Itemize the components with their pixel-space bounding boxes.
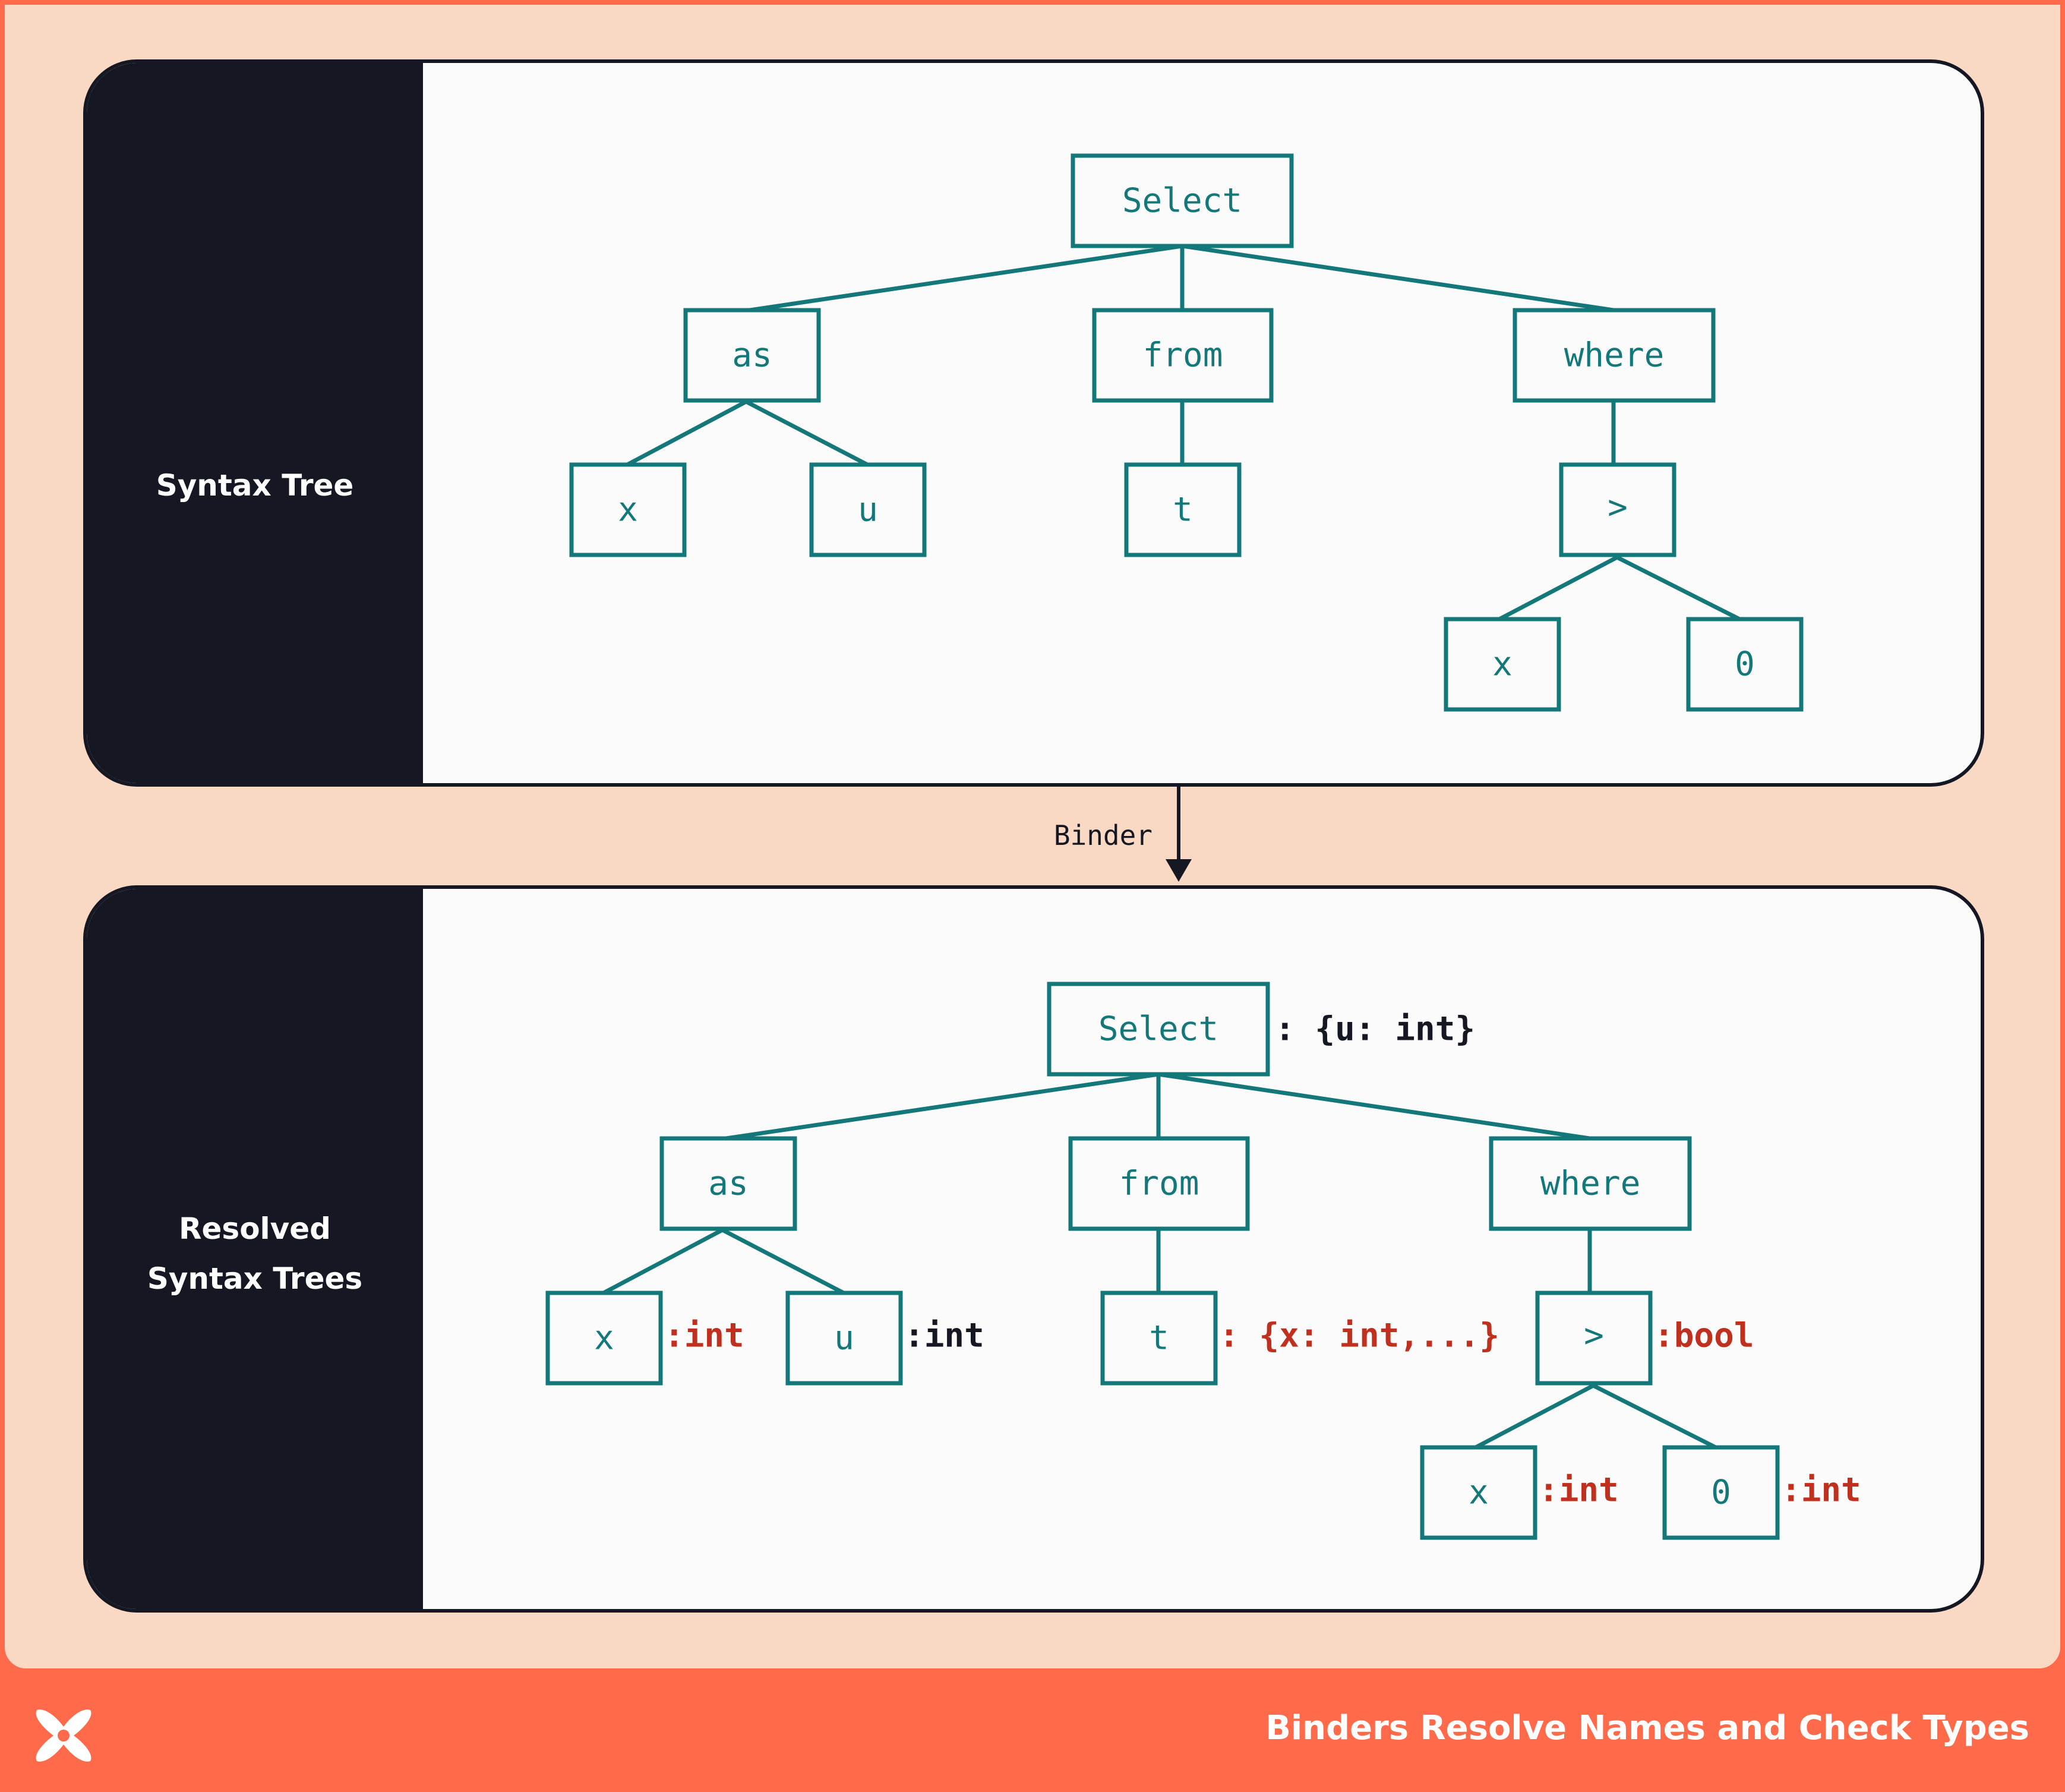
edge-select-where xyxy=(1182,244,1614,313)
node-gt: > xyxy=(1535,1291,1653,1386)
node-zero-label: 0 xyxy=(1735,645,1755,684)
edge-gt-x xyxy=(1498,555,1618,621)
node-select-label: Select xyxy=(1122,182,1242,220)
resolved-label-line2: Syntax Trees xyxy=(147,1261,363,1296)
node-from: from xyxy=(1092,308,1274,403)
node-zero-label: 0 xyxy=(1711,1474,1731,1512)
node-x: x xyxy=(545,1291,663,1386)
node-as-label: as xyxy=(708,1165,748,1203)
node-x2-label: x xyxy=(1469,1474,1489,1512)
node-u-label: u xyxy=(834,1319,854,1358)
node-select-label: Select xyxy=(1098,1010,1218,1049)
node-gt: > xyxy=(1559,462,1676,557)
node-x2: x xyxy=(1444,617,1561,712)
u-type-annotation: :int xyxy=(904,1317,984,1355)
edge-gt-x xyxy=(1474,1383,1594,1450)
brand-logo-icon xyxy=(36,1709,91,1762)
edge-as-x xyxy=(626,399,747,467)
edge-select-as xyxy=(749,244,1183,313)
node-zero: 0 xyxy=(1662,1445,1780,1540)
node-u: u xyxy=(785,1291,903,1386)
gt-type-annotation: :bool xyxy=(1654,1317,1754,1355)
syntax-tree-label: Syntax Tree xyxy=(156,468,354,503)
node-as: as xyxy=(683,308,821,403)
x-type-annotation: :int xyxy=(664,1317,744,1355)
edge-gt-zero xyxy=(1592,1383,1717,1450)
node-x2: x xyxy=(1420,1445,1537,1540)
node-select: Select xyxy=(1047,982,1270,1077)
node-zero: 0 xyxy=(1686,617,1804,712)
resolved-tree-panel: Resolved Syntax Trees Select : {u: int} xyxy=(83,885,1984,1613)
node-t-label: t xyxy=(1149,1319,1169,1358)
node-where: where xyxy=(1513,308,1716,403)
node-as-label: as xyxy=(732,336,772,375)
syntax-tree-sidebar: Syntax Tree xyxy=(87,63,423,783)
edge-as-u xyxy=(721,1228,845,1295)
node-u-label: u xyxy=(858,491,878,529)
resolved-tree-sidebar: Resolved Syntax Trees xyxy=(87,889,423,1609)
node-from-label: from xyxy=(1143,336,1223,375)
node-select: Select xyxy=(1071,153,1294,248)
edge-as-x xyxy=(602,1228,724,1295)
resolved-tree-svg: Select : {u: int} as from where x :int xyxy=(545,982,1861,1540)
syntax-tree-svg: Select as from where x u xyxy=(569,153,1804,712)
edge-gt-zero xyxy=(1616,555,1741,621)
node-u: u xyxy=(809,462,927,557)
node-t: t xyxy=(1124,462,1242,557)
node-t-label: t xyxy=(1173,491,1193,529)
syntax-tree-edges xyxy=(626,244,1741,621)
zero-type-annotation: :int xyxy=(1781,1471,1861,1510)
edge-select-as xyxy=(725,1072,1159,1141)
resolved-tree-edges xyxy=(602,1072,1717,1450)
select-type-annotation: : {u: int} xyxy=(1275,1010,1475,1049)
node-x-label: x xyxy=(618,491,638,529)
node-gt-label: > xyxy=(1584,1317,1604,1355)
node-where: where xyxy=(1489,1136,1692,1231)
t-type-annotation: : {x: int,...} xyxy=(1219,1317,1499,1355)
node-x-label: x xyxy=(594,1319,614,1358)
node-where-label: where xyxy=(1564,336,1665,375)
node-from-label: from xyxy=(1119,1165,1199,1203)
node-t: t xyxy=(1100,1291,1218,1386)
node-from: from xyxy=(1068,1136,1250,1231)
footer-bar: Binders Resolve Names and Check Types xyxy=(0,1673,2065,1792)
node-x: x xyxy=(569,462,687,557)
footer-title: Binders Resolve Names and Check Types xyxy=(1265,1709,2029,1747)
node-x2-label: x xyxy=(1492,645,1513,684)
node-where-label: where xyxy=(1540,1165,1641,1203)
edge-select-where xyxy=(1158,1072,1590,1141)
edge-as-u xyxy=(745,399,869,467)
node-as: as xyxy=(659,1136,797,1231)
node-gt-label: > xyxy=(1608,488,1628,527)
resolved-label-line1: Resolved xyxy=(179,1212,331,1246)
x2-type-annotation: :int xyxy=(1539,1471,1619,1510)
syntax-tree-panel: Syntax Tree Select as xyxy=(83,59,1984,787)
